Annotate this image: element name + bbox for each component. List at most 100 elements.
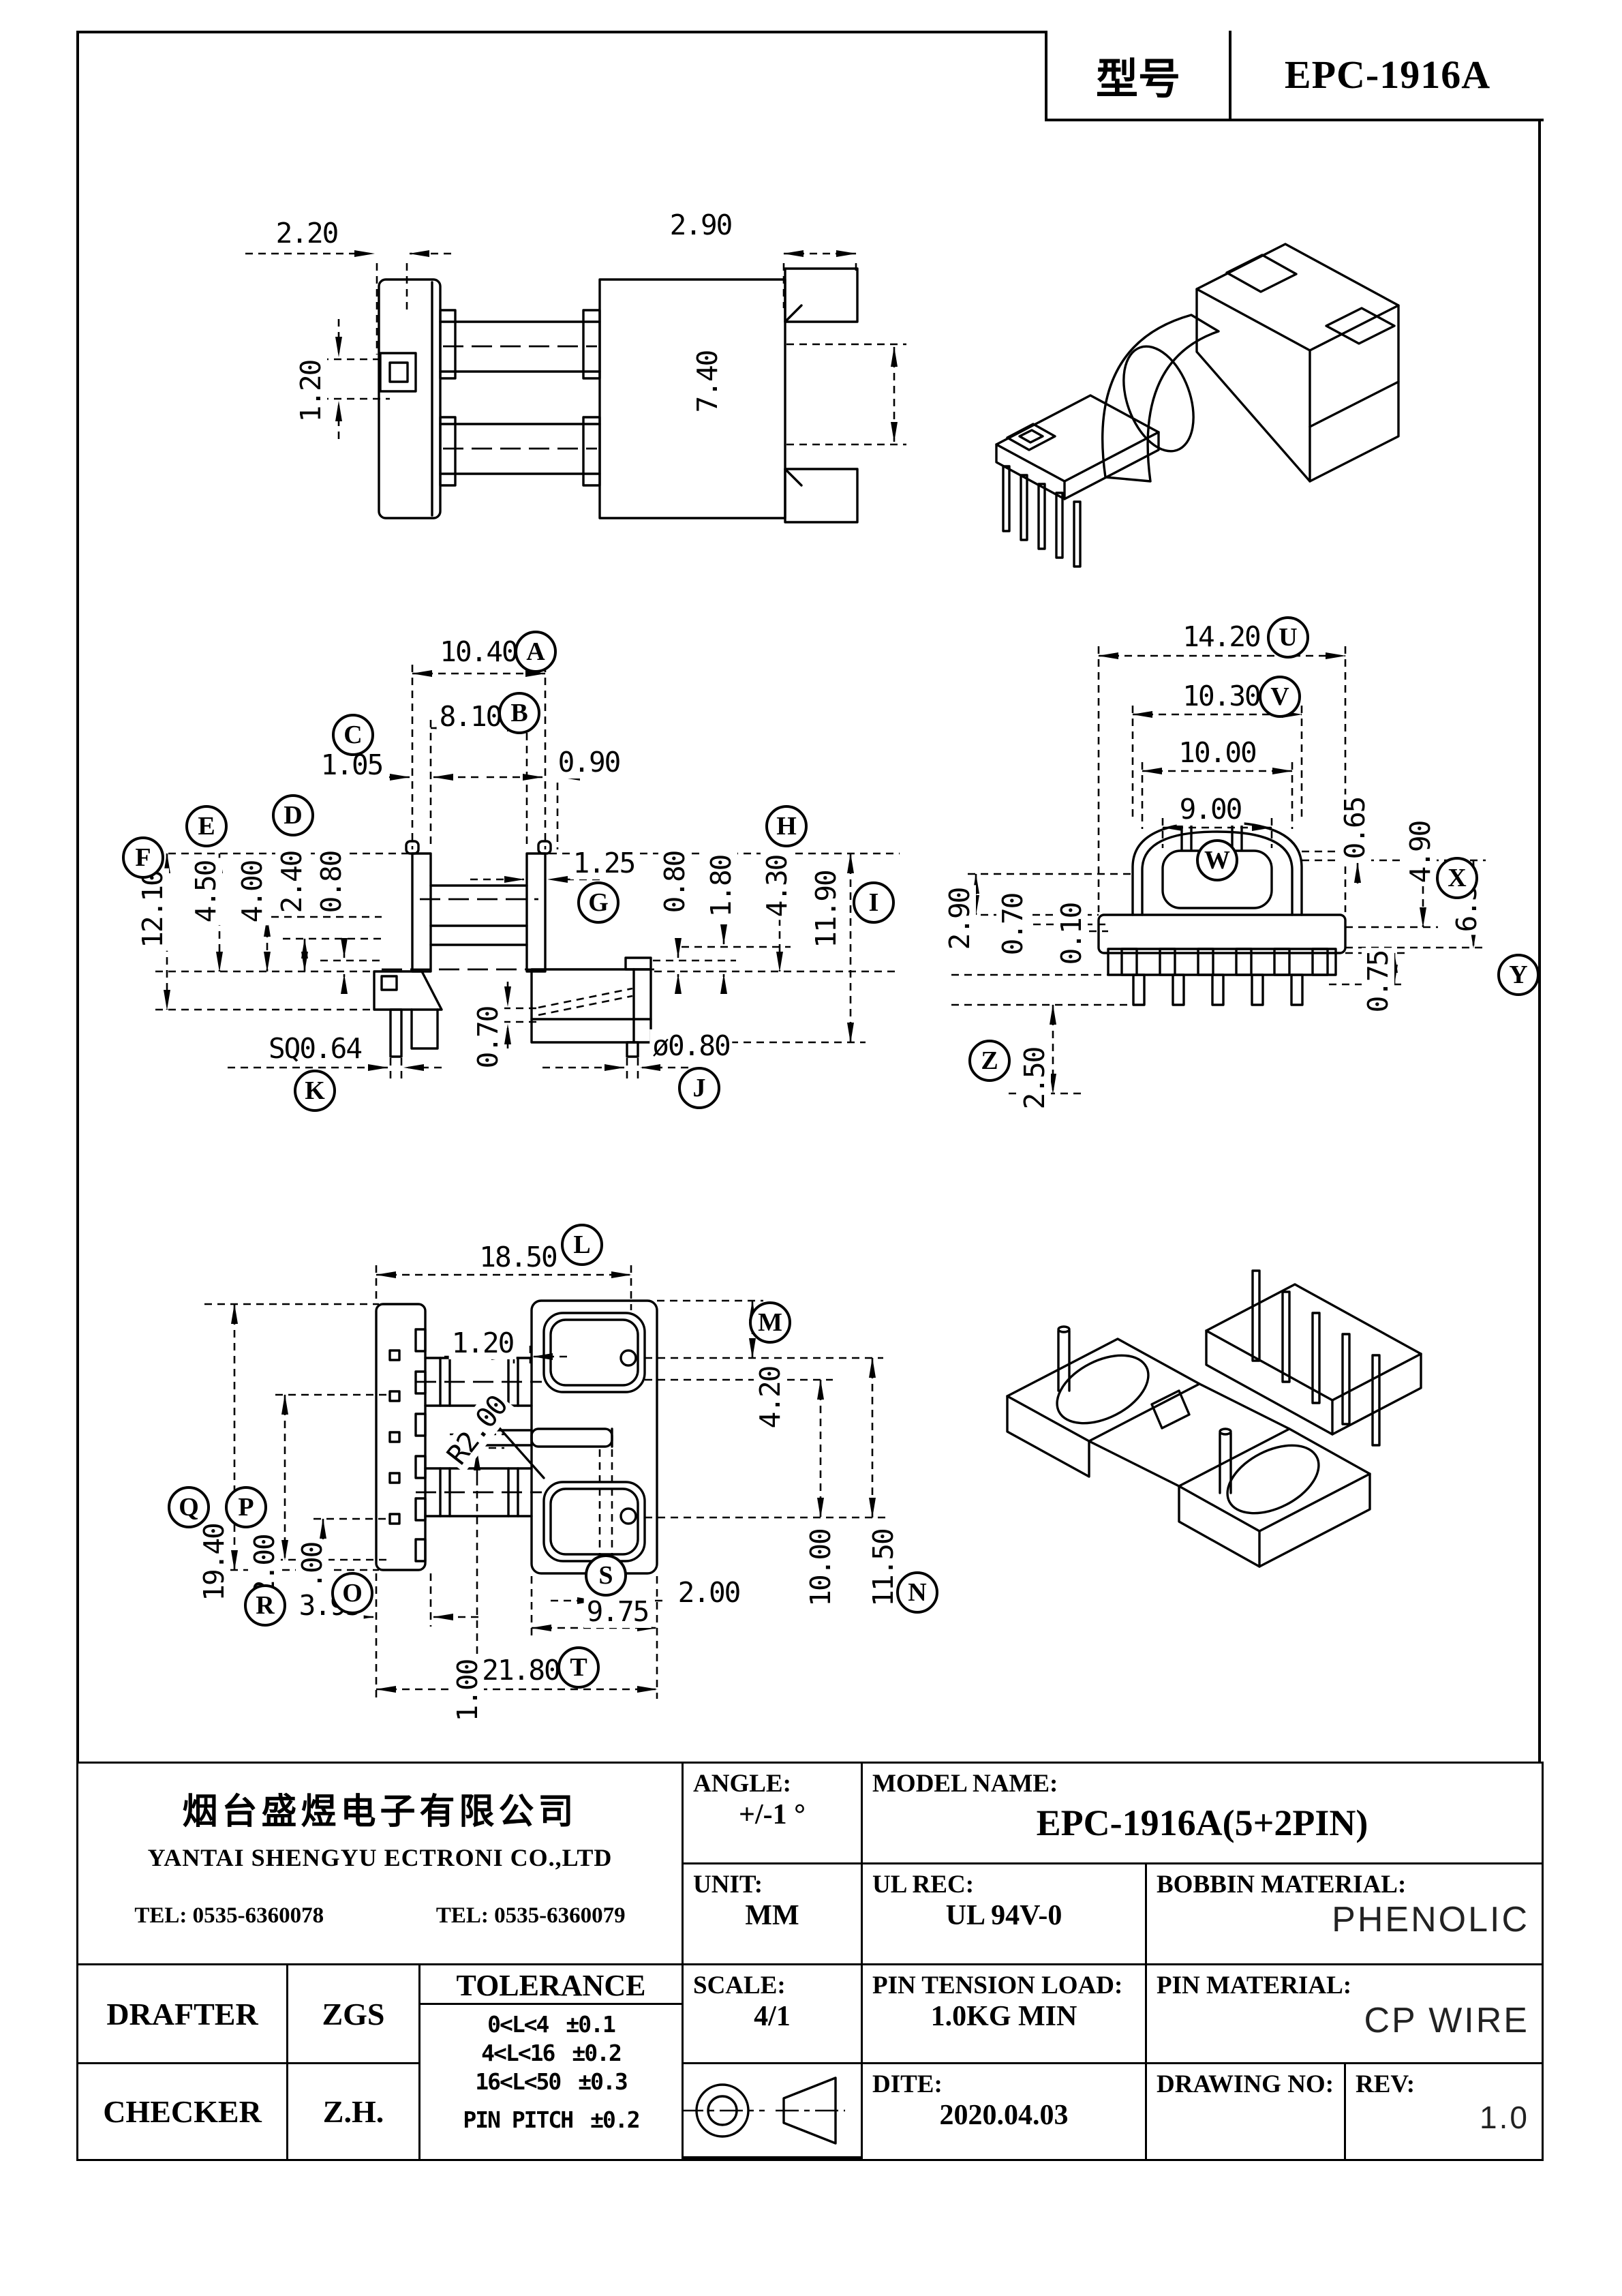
unit-value: MM [745, 1900, 799, 1931]
balloon-label-A: A [515, 631, 557, 673]
dimension-text: 0.70 [472, 1003, 504, 1072]
angle-label: ANGLE: [693, 1770, 791, 1798]
model-name-cell: MODEL NAME: EPC-1916A(5+2PIN) [861, 1762, 1544, 1864]
dimension-text: SQ0.64 [265, 1032, 365, 1065]
dimension-text: ø0.80 [649, 1029, 733, 1062]
dimension-text: 10.00 [1176, 736, 1259, 769]
dimension-text: 0.65 [1338, 794, 1371, 862]
scale-label: SCALE: [693, 1972, 786, 1999]
date-label: DITE: [872, 2070, 943, 2098]
balloon-label-F: F [122, 836, 164, 879]
balloon-label-H: H [765, 805, 808, 847]
tolerance-range: 16<L<50 [475, 2068, 562, 2095]
projection-symbol-cell [682, 2062, 863, 2161]
dimension-text: 11.90 [810, 868, 842, 951]
tolerance-value: ±0.3 [578, 2068, 628, 2095]
dimension-text: 1.25 [570, 847, 638, 879]
tolerance-value: ±0.2 [572, 2040, 622, 2066]
tolerance-range: 4<L<16 [481, 2040, 555, 2066]
bobbin-material-value: PHENOLIC [1332, 1900, 1529, 1939]
balloon-label-N: N [896, 1571, 938, 1614]
dimension-text: 2.20 [273, 217, 341, 250]
unit-label: UNIT: [693, 1871, 763, 1899]
pin-material-label: PIN MATERIAL: [1157, 1972, 1352, 1999]
balloon-label-S: S [585, 1554, 627, 1597]
date-cell: DITE: 2020.04.03 [861, 2062, 1147, 2161]
dimension-text: 10.00 [804, 1526, 837, 1610]
isometric-view-top [995, 243, 1400, 568]
balloon-label-I: I [853, 881, 895, 924]
bobbin-material-cell: BOBBIN MATERIAL: PHENOLIC [1145, 1862, 1544, 1965]
dimension-text: 2.40 [275, 848, 308, 916]
balloon-label-U: U [1267, 616, 1309, 659]
balloon-label-Q: Q [168, 1486, 210, 1528]
tolerance-value: ±0.2 [590, 2106, 640, 2133]
dimension-text: 1.20 [448, 1327, 517, 1359]
balloon-label-M: M [749, 1301, 791, 1344]
bobbin-material-label: BOBBIN MATERIAL: [1157, 1871, 1407, 1899]
date-value: 2020.04.03 [939, 2100, 1069, 2131]
dimension-text: 14.20 [1180, 620, 1263, 653]
drafter-label-cell: DRAFTER [76, 1963, 288, 2064]
model-name-label: MODEL NAME: [872, 1770, 1058, 1798]
balloon-label-W: W [1196, 839, 1238, 881]
ul-rec-cell: UL REC: UL 94V-0 [861, 1862, 1147, 1965]
ul-rec-label: UL REC: [872, 1871, 975, 1899]
pin-material-cell: PIN MATERIAL: CP WIRE [1145, 1963, 1544, 2064]
drawing-no-label: DRAWING NO: [1157, 2070, 1334, 2098]
company-name-en: YANTAI SHENGYU ECTRONI CO.,LTD [147, 1844, 613, 1871]
balloon-label-X: X [1436, 857, 1478, 899]
ul-rec-value: UL 94V-0 [945, 1900, 1062, 1931]
dimension-text: 2.90 [667, 209, 735, 241]
rev-label: REV: [1356, 2070, 1416, 2098]
telephone-1: TEL: 0535-6360078 [134, 1903, 324, 1928]
sheet-border [76, 31, 1541, 2159]
pin-tension-cell: PIN TENSION LOAD: 1.0KG MIN [861, 1963, 1147, 2064]
balloon-label-J: J [678, 1067, 720, 1109]
dimension-text: 4.90 [1404, 818, 1437, 886]
balloon-label-E: E [185, 805, 228, 847]
pin-tension-value: 1.0KG MIN [930, 2001, 1077, 2032]
dimension-text: 9.75 [583, 1595, 652, 1628]
balloon-label-L: L [561, 1224, 603, 1266]
side-view-drawing [245, 250, 906, 524]
isometric-view-bottom [1006, 1269, 1422, 1568]
dimension-text: 11.50 [867, 1526, 900, 1610]
balloon-label-Y: Y [1497, 954, 1540, 996]
angle-cell: ANGLE: +/-1 ° [682, 1762, 863, 1864]
drafter-value-cell: ZGS [286, 1963, 420, 2064]
dimension-text: 4.20 [754, 1363, 786, 1432]
tolerance-header: TOLERANCE [420, 1965, 682, 2005]
company-cell: 烟台盛煜电子有限公司 YANTAI SHENGYU ECTRONI CO.,LT… [76, 1762, 684, 1965]
dimension-text: 18.50 [476, 1241, 560, 1273]
checker-label-cell: CHECKER [76, 2062, 288, 2161]
drawing-no-cell: DRAWING NO: [1145, 2062, 1346, 2161]
dimension-text: 9.00 [1176, 793, 1244, 826]
dimension-text: 4.50 [189, 858, 222, 926]
dimension-text: 10.30 [1180, 680, 1263, 712]
dimension-text: 4.00 [236, 858, 269, 926]
first-angle-projection-icon [680, 2076, 845, 2145]
dimension-text: 2.90 [943, 885, 976, 953]
dimension-text: 2.00 [675, 1576, 743, 1609]
balloon-label-C: C [332, 714, 374, 756]
checker-value-cell: Z.H. [286, 2062, 420, 2161]
rev-cell: REV: 1.0 [1344, 2062, 1544, 2161]
balloon-label-T: T [557, 1646, 600, 1689]
dimension-text: 8.10 [436, 700, 504, 733]
balloon-label-B: B [498, 692, 540, 734]
dimension-text: 7.40 [691, 348, 724, 416]
balloon-label-O: O [331, 1572, 373, 1614]
dimension-text: 4.30 [761, 852, 793, 920]
dimension-text: 0.80 [315, 848, 348, 916]
dimension-text: 0.70 [996, 890, 1029, 958]
unit-cell: UNIT: MM [682, 1862, 863, 1965]
model-number-table: 型号 EPC-1916A [1045, 31, 1544, 121]
dimension-text: 10.40 [437, 635, 520, 668]
balloon-label-K: K [294, 1070, 336, 1112]
dimension-text: 0.90 [555, 746, 623, 779]
dimension-text: 1.80 [705, 852, 737, 920]
dimension-text: 0.10 [1055, 900, 1088, 968]
tolerance-range: PIN PITCH [463, 2106, 574, 2133]
